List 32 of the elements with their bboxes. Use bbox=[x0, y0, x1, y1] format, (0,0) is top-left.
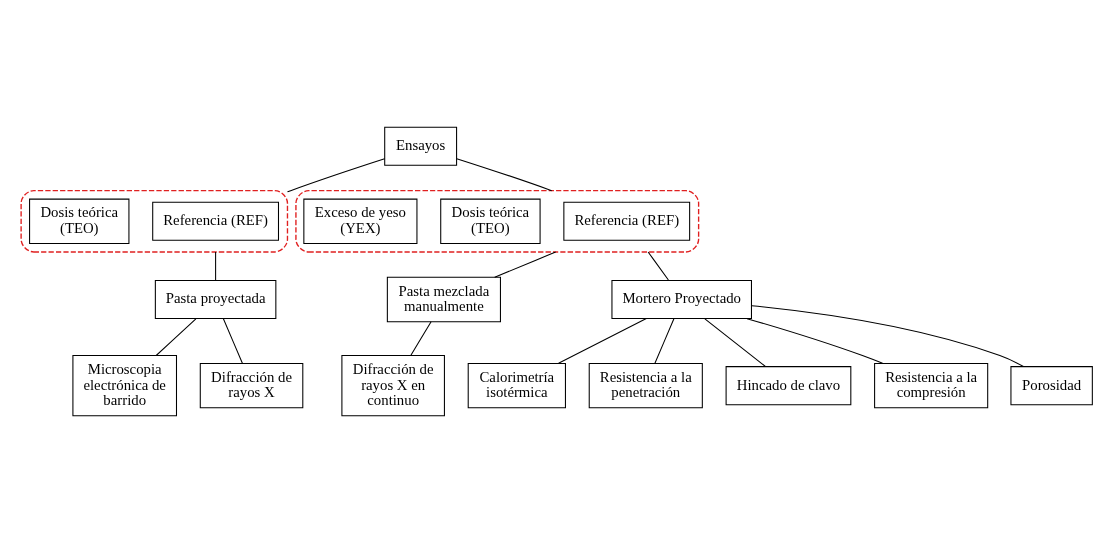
connector bbox=[647, 251, 669, 281]
node-box: Dosis teórica (TEO) bbox=[29, 198, 130, 244]
connector bbox=[215, 251, 217, 281]
node-box: Ensayos bbox=[384, 126, 458, 166]
connector bbox=[494, 251, 557, 278]
node-box: Porosidad bbox=[1010, 366, 1093, 406]
connector bbox=[456, 158, 553, 192]
cluster bbox=[20, 189, 289, 253]
node-box: Mortero Proyectado bbox=[611, 279, 752, 320]
connector bbox=[222, 318, 243, 364]
connector bbox=[155, 318, 197, 356]
node-box: Resistencia a la compresión bbox=[874, 362, 989, 409]
node-box: Microscopia electrónica de barrido bbox=[72, 355, 177, 417]
node-box: Hincado de clavo bbox=[725, 366, 852, 406]
node-box: Referencia (REF) bbox=[152, 201, 279, 241]
connector bbox=[751, 305, 1024, 367]
connector bbox=[410, 321, 432, 356]
node-box: Difracción de rayos X en continuo bbox=[341, 355, 445, 417]
connector bbox=[286, 158, 386, 193]
cluster bbox=[295, 189, 700, 253]
connector bbox=[558, 318, 647, 364]
node-box: Referencia (REF) bbox=[563, 201, 691, 241]
node-box: Pasta proyectada bbox=[154, 279, 277, 320]
connector bbox=[704, 318, 766, 367]
node-box: Pasta mezclada manualmente bbox=[386, 276, 501, 323]
connector bbox=[746, 318, 884, 364]
node-box: Exceso de yeso (YEX) bbox=[303, 198, 418, 244]
connector bbox=[654, 318, 675, 364]
node-box: Calorimetría isotérmica bbox=[467, 362, 566, 409]
node-box: Resistencia a la penetración bbox=[588, 362, 703, 409]
node-box: Difracción de rayos X bbox=[199, 362, 304, 409]
node-box: Dosis teórica (TEO) bbox=[440, 198, 541, 244]
